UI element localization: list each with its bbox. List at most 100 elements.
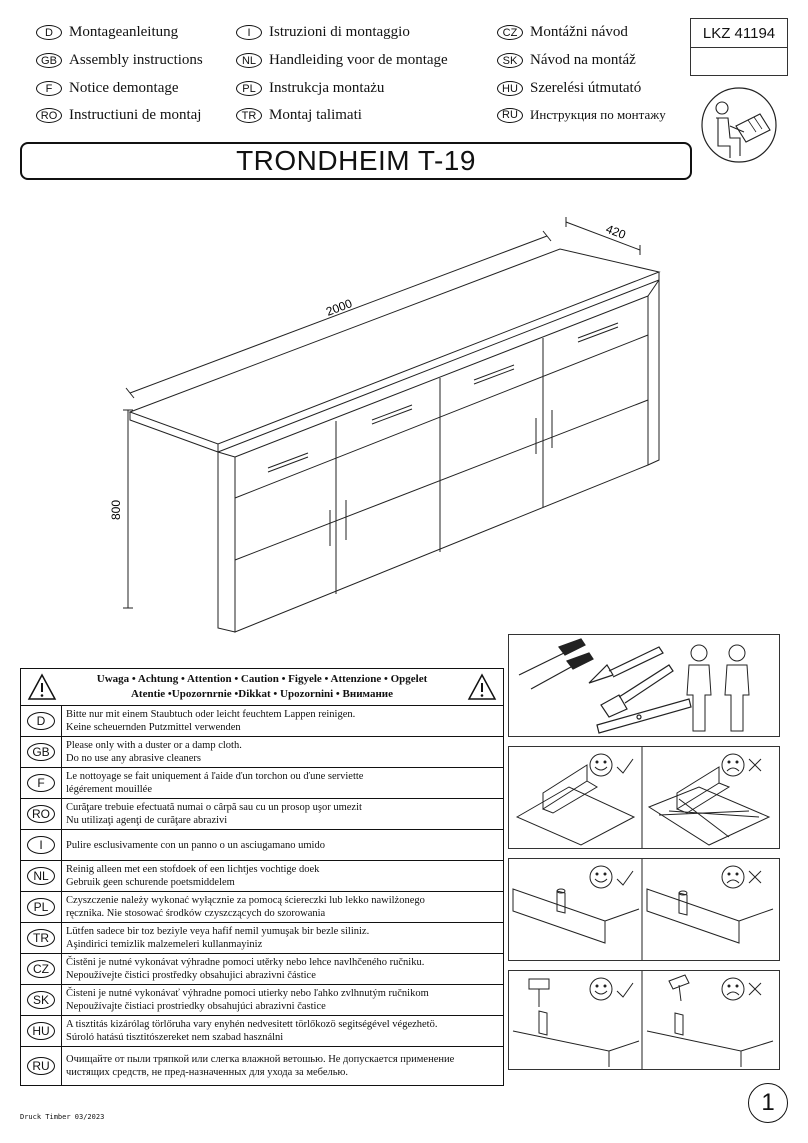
language-code-badge: PL	[236, 81, 262, 96]
person-icon	[686, 644, 750, 732]
page-number: 1	[748, 1083, 788, 1123]
care-row: RU Очищайте от пыли тряпкой или слегка вл…	[21, 1047, 503, 1085]
care-text: ręcznika. Nie stosować środków czyszcząc…	[66, 908, 326, 919]
care-text: Reinig alleen met een stofdoek of een li…	[66, 864, 320, 875]
warning-triangle-icon	[467, 673, 497, 700]
warning-triangle-icon	[27, 673, 57, 700]
tools-panel	[508, 634, 780, 737]
print-note: Druck Timber 03/2023	[20, 1113, 105, 1121]
language-item: GB Assembly instructions	[36, 52, 203, 69]
surface-illustration	[515, 747, 771, 848]
language-code-badge: HU	[497, 81, 523, 96]
care-text: Bitte nur mit einem Staubtuch oder leich…	[66, 709, 356, 720]
care-text: Nu utilizaţi agenţi de curăţare abrazivi	[66, 815, 228, 826]
care-language-code: NL	[27, 867, 55, 885]
language-code-badge: GB	[36, 53, 62, 68]
language-item: SK Návod na montáž	[497, 52, 636, 69]
care-text: чистящих средств, не пред-назначенных дл…	[66, 1067, 348, 1078]
language-label: Návod na montáž	[530, 52, 636, 68]
care-text: Pulire esclusivamente con un panno o un …	[66, 839, 325, 851]
language-item: HU Szerelési útmutató	[497, 80, 641, 97]
language-label: Szerelési útmutató	[530, 80, 642, 96]
surface-tip-panel	[508, 746, 780, 849]
care-text: Nepoužívejte čistici prostředky obsahuji…	[66, 970, 316, 981]
height-dimension-label: 800	[109, 500, 123, 520]
language-item: RU Инструкция по монтажу	[497, 107, 666, 123]
language-code-badge: CZ	[497, 25, 523, 40]
care-row: CZ Čistěni je nutné vykonávat výhradne po…	[21, 954, 503, 985]
care-row: F Le nottoyage se fait uniquement á ľaide…	[21, 768, 503, 799]
dowel-illustration	[512, 859, 774, 960]
language-code-badge: SK	[497, 53, 523, 68]
language-label: Handleiding voor de montage	[269, 52, 448, 68]
care-text: Lütfen sadece bir toz beziyle veya hafif…	[66, 926, 370, 937]
language-label: Instrukcja montażu	[269, 80, 385, 96]
language-item: F Notice demontage	[36, 80, 179, 97]
care-language-code: CZ	[27, 960, 55, 978]
language-label: Montageanleitung	[69, 24, 179, 40]
care-row: HU A tisztitás kizárólag törlőruha vary e…	[21, 1016, 503, 1047]
language-code-badge: D	[36, 25, 62, 40]
care-language-code: I	[27, 836, 55, 854]
care-row: I Pulire esclusivamente con un panno o un…	[21, 830, 503, 861]
language-item: D Montageanleitung	[36, 24, 178, 41]
language-label: Instructiuni de montaj	[69, 107, 202, 123]
language-label: Montážni návod	[530, 24, 628, 40]
care-row: D Bitte nur mit einem Staubtuch oder leic…	[21, 706, 503, 737]
depth-dimension-label: 420	[604, 222, 628, 242]
care-text: Čistěni je nutné vykonávat výhradne pomo…	[66, 957, 425, 968]
care-text: Le nottoyage se fait uniquement á ľaide …	[66, 771, 364, 782]
language-label: Istruzioni di montaggio	[269, 24, 410, 40]
care-text: Aşindirici temizlik malzemeleri kullanma…	[66, 939, 263, 950]
language-item: CZ Montážni návod	[497, 24, 628, 41]
dowel-tip-panel	[508, 858, 780, 961]
care-language-code: RO	[27, 805, 55, 823]
care-language-code: SK	[27, 991, 55, 1009]
care-instructions-table: Uwaga • Achtung • Attention • Caution • …	[20, 668, 504, 1086]
language-code-badge: I	[236, 25, 262, 40]
care-text: Please only with a duster or a damp clot…	[66, 740, 242, 751]
care-language-code: D	[27, 712, 55, 730]
article-code-box: LKZ 41194	[690, 18, 788, 76]
care-header-line: Atentie •Upozornrnie •Dikkat • Upozornin…	[130, 688, 394, 700]
care-text: Nepoužívajte čistiaci prostriedky obsahu…	[66, 1001, 326, 1012]
width-dimension-label: 2000	[324, 296, 354, 319]
article-code: LKZ 41194	[691, 19, 787, 48]
tools-illustration	[518, 638, 750, 734]
language-label: Инструкция по монтажу	[530, 107, 666, 122]
care-language-code: HU	[27, 1022, 55, 1040]
language-code-badge: RO	[36, 108, 62, 123]
care-row: TR Lütfen sadece bir toz beziyle veya haf…	[21, 923, 503, 954]
language-code-badge: RU	[497, 107, 523, 123]
care-header-line: Uwaga • Achtung • Attention • Caution • …	[96, 673, 428, 685]
language-item: NL Handleiding voor de montage	[236, 52, 448, 69]
language-label: Notice demontage	[69, 80, 179, 96]
hammer-tip-panel	[508, 970, 780, 1070]
care-text: Čisteni je nutné vykonávať výhradne pomo…	[66, 988, 429, 999]
product-title: TRONDHEIM T-19	[20, 142, 692, 180]
care-language-code: RU	[27, 1057, 55, 1075]
care-text: Очищайте от пыли тряпкой или слегка влаж…	[66, 1054, 455, 1065]
care-row: NL Reinig alleen met een stofdoek of een …	[21, 861, 503, 892]
language-item: I Istruzioni di montaggio	[236, 24, 410, 41]
care-text: Keine scheuernden Putzmittel verwenden	[66, 722, 241, 733]
care-language-code: F	[27, 774, 55, 792]
reading-person-icon	[701, 87, 777, 163]
care-text: Curăţare trebuie efectuată numai o cârpă…	[66, 802, 362, 813]
language-code-badge: F	[36, 81, 62, 96]
care-table-header: Uwaga • Achtung • Attention • Caution • …	[21, 669, 503, 706]
language-label: Montaj talimati	[269, 107, 362, 123]
care-text: Do no use any abrasive cleaners	[66, 753, 201, 764]
care-text: Gebruik geen schurende poetsmiddelem	[66, 877, 235, 888]
care-row: RO Curăţare trebuie efectuată numai o câr…	[21, 799, 503, 830]
language-code-badge: NL	[236, 53, 262, 68]
language-item: PL Instrukcja montażu	[236, 80, 384, 97]
sideboard-drawing: 2000 420 800	[109, 217, 661, 633]
language-label: Assembly instructions	[69, 52, 203, 68]
care-text: Czyszczenie należy wykonać wyłącznie za …	[66, 895, 425, 906]
care-text: A tisztitás kizárólag törlőruha vary eny…	[66, 1019, 438, 1030]
care-language-code: TR	[27, 929, 55, 947]
